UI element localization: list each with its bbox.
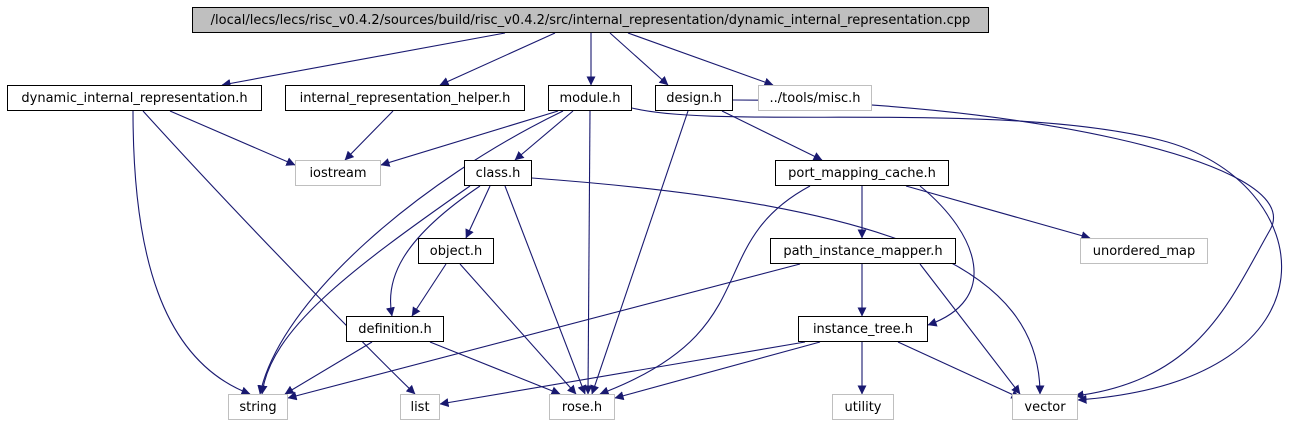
edge-pmc_h-to-umap — [905, 185, 1091, 241]
edge-pmc_h-to-rose_h — [599, 185, 811, 396]
node-dynamic-internal-representation-h[interactable]: dynamic_internal_representation.h — [7, 85, 262, 111]
edge-root-to-misc_h — [627, 32, 774, 87]
node-definition-h[interactable]: definition.h — [346, 316, 444, 342]
edge-dir_h-to-string — [132, 110, 251, 396]
edge-design_h-to-pmc_h — [721, 110, 823, 161]
edge-module_h-to-rose_h — [583, 110, 593, 395]
node-port-mapping-cache-h[interactable]: port_mapping_cache.h — [775, 160, 949, 186]
edge-dir_h-to-list — [142, 110, 416, 395]
node-design-h[interactable]: design.h — [655, 85, 733, 111]
edge-pim_h-to-string — [287, 263, 801, 401]
edge-pmc_h-to-it_h — [919, 185, 975, 327]
edge-class_h-to-vector — [531, 177, 1045, 395]
node-instance-tree-h[interactable]: instance_tree.h — [798, 316, 928, 342]
edge-class_h-to-def_h — [385, 185, 481, 317]
node-tools-misc-h: ../tools/misc.h — [758, 85, 872, 111]
node-string: string — [228, 394, 288, 420]
edge-class_h-to-string — [258, 185, 471, 395]
edge-irh_h-to-iostream — [344, 110, 394, 161]
node-class-h[interactable]: class.h — [464, 160, 532, 186]
node-list: list — [400, 394, 440, 420]
edge-root-to-design_h — [609, 32, 669, 86]
edge-module_h-to-vector — [631, 107, 1283, 404]
node-object-h[interactable]: object.h — [418, 238, 494, 264]
edge-root-to-dir_h — [221, 32, 506, 88]
node-path-instance-mapper-h[interactable]: path_instance_mapper.h — [770, 238, 956, 264]
edge-class_h-to-object_h — [465, 185, 491, 239]
edge-module_h-to-string — [257, 110, 564, 395]
node-internal-representation-helper-h[interactable]: internal_representation_helper.h — [285, 85, 525, 111]
edge-design_h-to-vector — [732, 99, 1274, 400]
node-utility: utility — [832, 394, 894, 420]
node-iostream: iostream — [295, 160, 381, 186]
edge-it_h-to-vector — [897, 341, 1021, 399]
node-unordered-map: unordered_map — [1080, 238, 1208, 264]
edge-it_h-to-rose_h — [614, 341, 821, 401]
edge-module_h-to-iostream — [380, 110, 559, 167]
edge-dir_h-to-iostream — [169, 110, 296, 166]
node-module-h[interactable]: module.h — [548, 85, 632, 111]
edge-def_h-to-string — [284, 341, 373, 395]
node-vector: vector — [1012, 394, 1078, 420]
edge-module_h-to-class_h — [514, 110, 574, 161]
edge-design_h-to-rose_h — [590, 110, 689, 395]
edge-object_h-to-rose_h — [459, 263, 577, 395]
node-rose-h: rose.h — [549, 394, 615, 420]
edge-def_h-to-rose_h — [429, 341, 561, 396]
edges-layer — [132, 32, 1283, 408]
edge-pim_h-to-vector — [919, 263, 1021, 395]
node-root-file[interactable]: /local/lecs/lecs/risc_v0.4.2/sources/bui… — [192, 7, 989, 33]
edge-class_h-to-rose_h — [504, 185, 587, 395]
edge-object_h-to-def_h — [411, 263, 447, 317]
edge-it_h-to-list — [439, 341, 806, 408]
edge-root-to-irh_h — [439, 32, 556, 86]
